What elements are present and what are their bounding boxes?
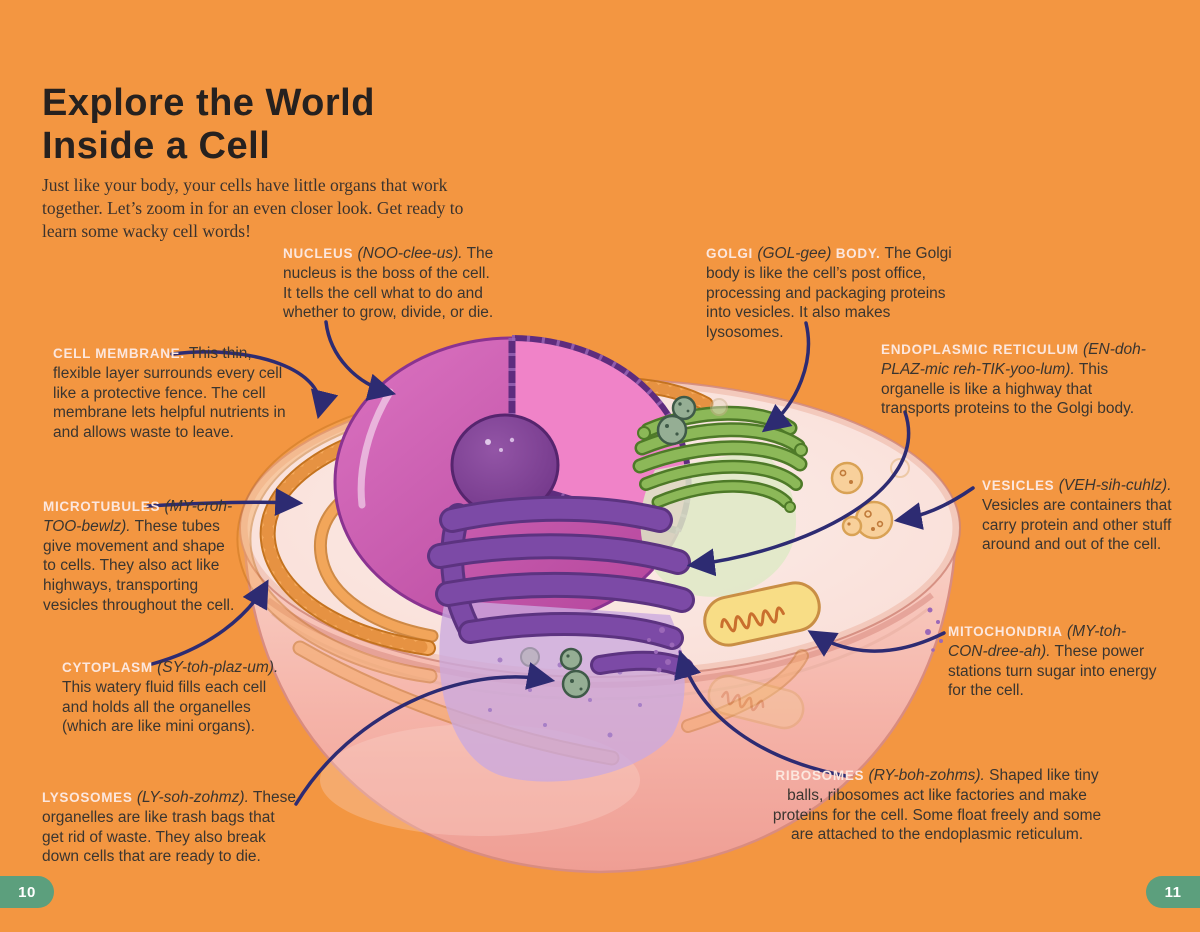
label-text: The Golgi body is like the cell’s post o…	[706, 245, 952, 342]
ribosomes-arrow	[674, 649, 848, 778]
label-pronunciation: (NOO-clee-us).	[357, 245, 463, 262]
cell-membrane-arrow	[170, 350, 339, 420]
label-keyword: RIBOSOMES	[775, 768, 865, 783]
label-text: Shaped like tiny balls, ribosomes act li…	[772, 767, 1102, 844]
cytoplasm-arrow	[150, 579, 269, 666]
endoplasmic-reticulum-arrow	[686, 410, 911, 577]
nucleus-arrow	[324, 320, 397, 401]
lysosomes-illustration	[520, 395, 728, 699]
page-number-left: 10	[0, 876, 54, 908]
intro-paragraph: Just like your body, your cells have lit…	[42, 175, 464, 242]
label-text: These tubes give move­ment and shape to …	[43, 517, 235, 615]
label-pronunciation: (RY-boh-zohms).	[868, 767, 985, 784]
callout-microtubules: MICROTUBULES (MY-croh-TOO-bewlz). These …	[43, 497, 241, 616]
callout-vesicles: VESICLES (VEH-sih-cuhlz). Vesicles are c…	[982, 476, 1190, 555]
label-pronunciation: (MY-toh-CON-dree-ah).	[948, 623, 1127, 660]
label-text: This thin, flexible layer surrounds ever…	[53, 345, 286, 442]
label-text: The nucleus is the boss of the cell. It …	[283, 245, 494, 322]
mitochondria-illustration	[703, 581, 821, 730]
label-keyword: VESICLES	[982, 478, 1055, 493]
callout-lysosomes: LYSOSOMES (LY-soh-zohmz). These organell…	[42, 788, 298, 867]
label-keyword: MITOCHONDRIA	[948, 624, 1063, 639]
label-pronunciation: (EN-doh-PLAZ-mic reh-TIK-yoo-lum).	[881, 341, 1146, 378]
vesicles-arrow	[893, 486, 975, 530]
microtubules-arrow	[146, 488, 304, 517]
callout-mitochondria: MITOCHONDRIA (MY-toh-CON-dree-ah). These…	[948, 622, 1162, 701]
label-keyword: CELL MEMBRANE.	[53, 346, 185, 361]
label-keyword: GOLGI	[706, 246, 753, 261]
label-pronunciation: (MY-croh-TOO-bewlz).	[43, 498, 233, 535]
page-title: Explore the World Inside a Cell	[42, 82, 375, 168]
callout-endoplasmic-reticulum: ENDOPLASMIC RETICULUM (EN-doh-PLAZ-mic r…	[881, 340, 1147, 419]
callout-cell-membrane: CELL MEMBRANE. This thin, flexible layer…	[53, 344, 293, 443]
callout-nucleus: NUCLEUS (NOO-clee-us). The nucleus is th…	[283, 244, 501, 323]
label-pronunciation: (GOL-gee)	[757, 245, 832, 262]
vesicles-illustration	[830, 458, 910, 540]
label-keyword: NUCLEUS	[283, 246, 354, 261]
callout-golgi-body: GOLGI (GOL-gee) BODY. The Golgi body is …	[706, 244, 972, 343]
label-text: Vesicles are containers that carry prote…	[982, 496, 1172, 554]
label-keyword: MICROTUBULES	[43, 499, 161, 514]
label-keyword: CYTOPLASM	[62, 660, 153, 675]
label-pronunciation: (LY-soh-zohmz).	[136, 789, 249, 806]
label-text: These organelles are like trash bags tha…	[42, 789, 296, 866]
label-pronunciation: (SY-toh-plaz-um).	[157, 659, 279, 676]
endoplasmic-reticulum-illustration	[427, 495, 695, 782]
callout-cytoplasm: CYTOPLASM (SY-toh-plaz-um). This watery …	[62, 658, 280, 737]
label-keyword2: BODY.	[835, 246, 881, 261]
page-title-line2: Inside a Cell	[42, 124, 271, 167]
label-text: This watery fluid fills each cell and ho…	[62, 678, 267, 736]
label-keyword: ENDOPLASMIC RETICULUM	[881, 342, 1079, 357]
label-keyword: LYSOSOMES	[42, 790, 133, 805]
label-text: This organelle is like a highway that tr…	[881, 360, 1135, 418]
golgi-arrow	[761, 321, 811, 433]
lysosomes-arrow	[294, 662, 556, 806]
label-text: These power stations turn sugar into ene…	[948, 642, 1157, 700]
page-title-line1: Explore the World	[42, 82, 375, 124]
label-pronunciation: (VEH-sih-cuhlz).	[1058, 477, 1172, 494]
callout-arrows	[146, 320, 975, 806]
callout-ribosomes: RIBOSOMES (RY-boh-zohms). Shaped like ti…	[768, 766, 1106, 845]
mitochondria-arrow	[807, 630, 946, 657]
ribosomes-illustration	[647, 607, 943, 678]
page-number-right: 11	[1146, 876, 1200, 908]
